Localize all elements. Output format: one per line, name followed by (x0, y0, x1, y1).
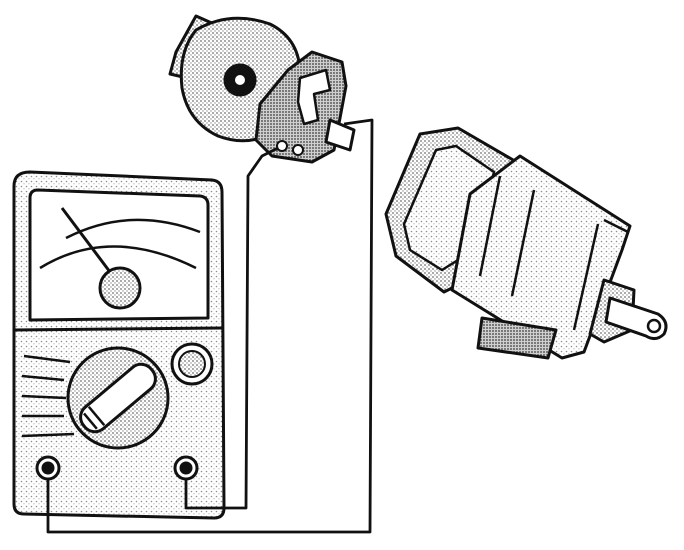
meter-needle (60, 207, 112, 273)
actuator-mount-flange (476, 316, 558, 360)
multimeter (12, 170, 226, 520)
test-lead-positive (184, 146, 279, 510)
actuator-fins (478, 175, 629, 331)
sensor-plug-tab (324, 118, 356, 152)
panel-divider (13, 326, 223, 332)
terminal-jack-icon[interactable] (173, 455, 199, 481)
range-scale-marks (21, 354, 75, 438)
selector-knob-icon[interactable] (75, 359, 160, 437)
sensor (168, 14, 356, 164)
needle-pivot-icon (98, 266, 142, 310)
terminal-jack-icon[interactable] (35, 455, 61, 481)
test-leads (46, 118, 374, 534)
output-arm-pivot-icon (646, 318, 662, 334)
actuator (384, 126, 668, 360)
meter-scale-arc (39, 245, 197, 270)
test-lead-negative (46, 118, 374, 534)
